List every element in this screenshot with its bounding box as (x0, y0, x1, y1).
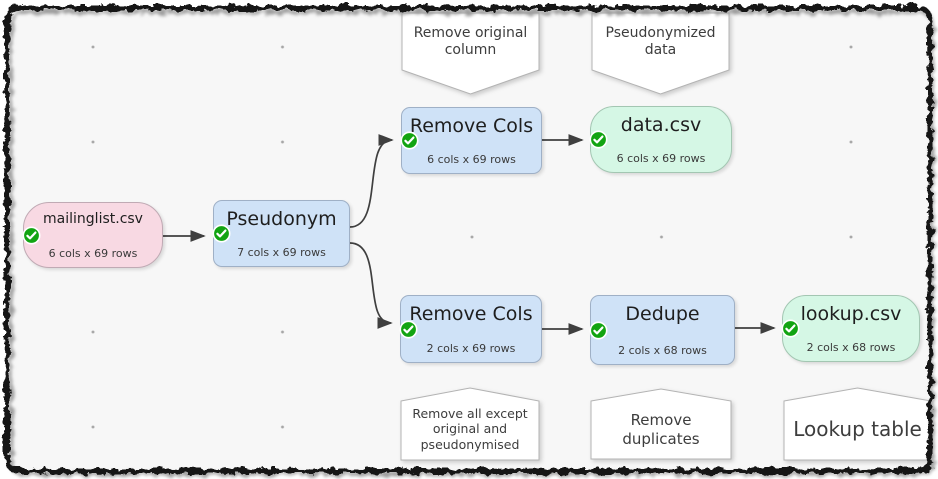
comment-pseudonymized-data[interactable]: Pseudonymized data (591, 12, 730, 95)
node-stats: 2 cols x 69 rows (426, 342, 516, 355)
node-title: Dedupe (625, 303, 700, 325)
callout-text: Pseudonymized data (605, 24, 716, 59)
callout-text: Remove all except original and pseudonym… (412, 405, 528, 452)
status-ok-icon (212, 224, 231, 243)
node-stats: 7 cols x 69 rows (237, 246, 326, 259)
node-lookup-csv[interactable]: lookup.csv 2 cols x 68 rows (781, 295, 920, 362)
node-title: Remove Cols (409, 115, 534, 137)
comment-lookup-table[interactable]: Lookup table (783, 387, 932, 461)
callout-text: Lookup table (793, 416, 922, 441)
node-data-csv[interactable]: data.csv 6 cols x 69 rows (589, 106, 732, 173)
node-pseudonym[interactable]: Pseudonym 7 cols x 69 rows (212, 200, 350, 267)
status-ok-icon (589, 321, 608, 340)
node-remove-cols-top[interactable]: Remove Cols 6 cols x 69 rows (400, 107, 542, 174)
node-dedupe[interactable]: Dedupe 2 cols x 68 rows (589, 295, 735, 365)
node-title: Pseudonym (226, 208, 337, 230)
comment-remove-duplicates[interactable]: Remove duplicates (590, 388, 732, 460)
node-stats: 6 cols x 69 rows (616, 152, 706, 165)
callout-text: Remove original column (413, 24, 528, 59)
status-ok-icon (399, 320, 418, 339)
status-ok-icon (400, 131, 419, 150)
node-stats: 2 cols x 68 rows (806, 341, 896, 354)
node-title: mailinglist.csv (43, 211, 143, 227)
node-title: data.csv (620, 114, 702, 136)
node-title: Remove Cols (409, 303, 533, 325)
node-stats: 6 cols x 69 rows (48, 247, 138, 260)
callout-text: Remove duplicates (622, 411, 700, 448)
status-ok-icon (589, 130, 608, 149)
node-stats: 2 cols x 68 rows (618, 344, 707, 357)
comment-remove-original-column[interactable]: Remove original column (401, 12, 540, 95)
node-title: lookup.csv (800, 303, 902, 325)
status-ok-icon (781, 319, 800, 338)
node-mailinglist-csv[interactable]: mailinglist.csv 6 cols x 69 rows (22, 202, 163, 268)
node-stats: 6 cols x 69 rows (427, 153, 516, 166)
status-ok-icon (22, 226, 41, 245)
comment-remove-all-except[interactable]: Remove all except original and pseudonym… (400, 387, 540, 461)
node-remove-cols-bottom[interactable]: Remove Cols 2 cols x 69 rows (399, 295, 542, 363)
